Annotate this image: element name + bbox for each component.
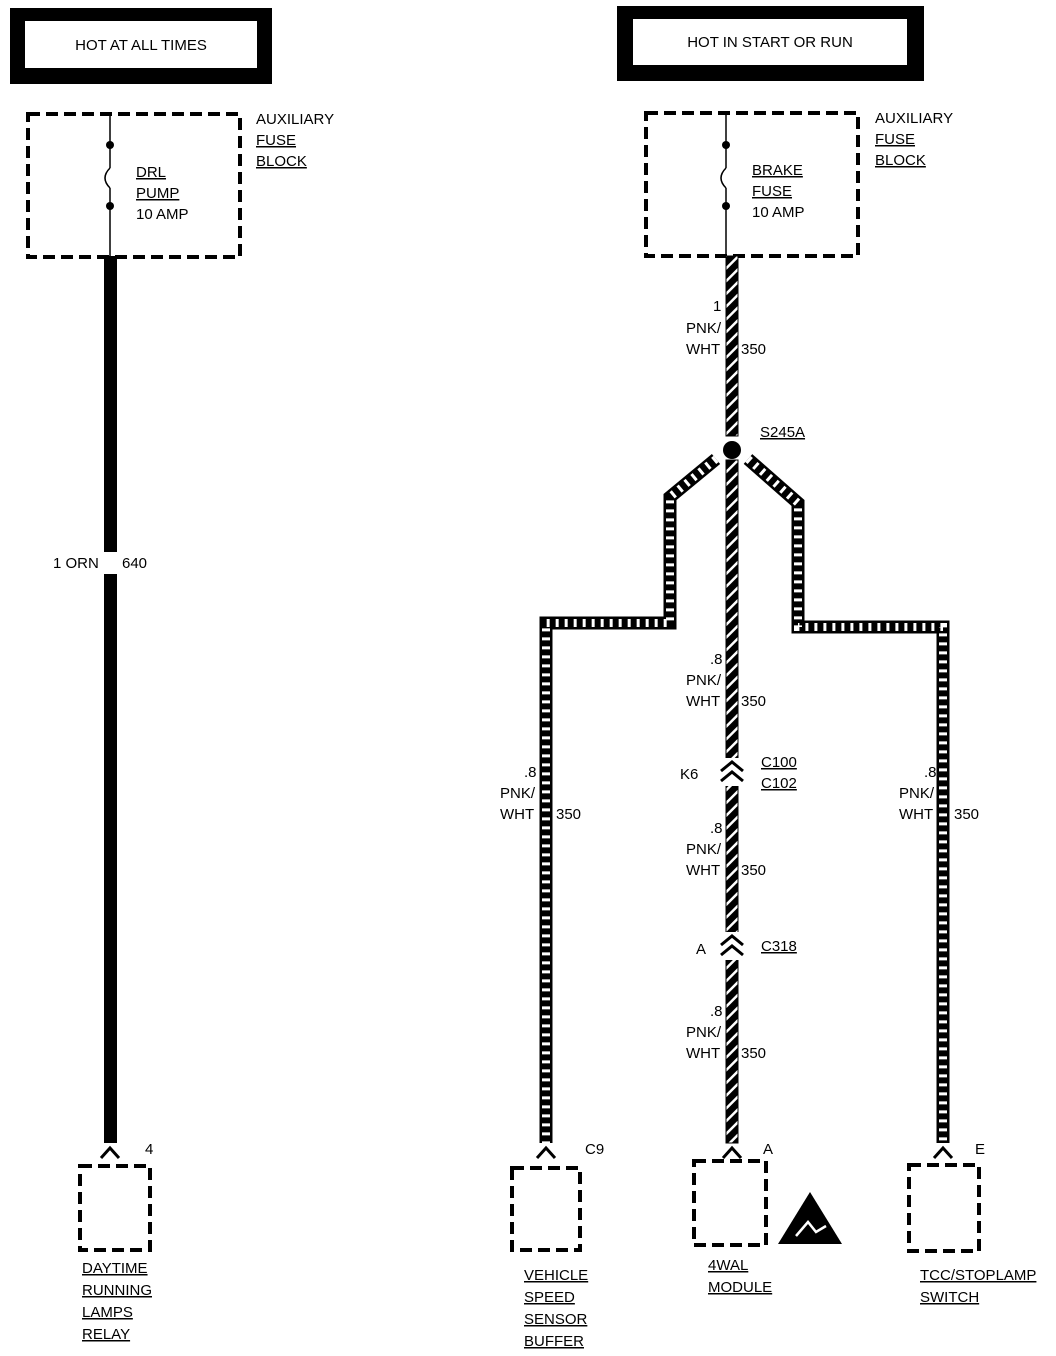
component-pin-label: C9: [585, 1141, 604, 1158]
wire-color-label: WHT: [686, 341, 720, 358]
component-pin-label: A: [763, 1141, 773, 1158]
fuse-name-line: PUMP: [136, 185, 179, 202]
fuse-icon: [720, 167, 727, 189]
block-name-line: FUSE: [256, 132, 296, 149]
component-name-line: SPEED: [524, 1289, 575, 1306]
wire-color-label: PNK/: [686, 672, 722, 689]
wire-size-label: .8: [710, 1003, 723, 1020]
connector-name-label: C100: [761, 754, 797, 771]
wire-color-label: WHT: [686, 693, 720, 710]
fuse-block-right: BRAKE FUSE 10 AMP AUXILIARY FUSE BLOCK: [644, 110, 953, 258]
wire-size-label: .8: [924, 764, 937, 781]
component-name-line: DAYTIME: [82, 1260, 148, 1277]
component-name-line: RUNNING: [82, 1282, 152, 1299]
wire-size-label: .8: [710, 651, 723, 668]
component-name-line: 4WAL: [708, 1257, 748, 1274]
wire-label-right-branch: .8 PNK/ WHT 350: [899, 764, 979, 823]
connector-c100-c102: K6 C100 C102: [680, 754, 797, 792]
connector-pin-label: K6: [680, 766, 698, 783]
wire-circuit-label: 640: [122, 555, 147, 572]
wire-label-center-2: .8 PNK/ WHT 350: [686, 820, 766, 879]
component-tcc-stoplamp-switch: E TCC/STOPLAMP SWITCH: [907, 1141, 1036, 1306]
wire-size-label: .8: [524, 764, 537, 781]
wire-size-label: 1: [713, 298, 721, 315]
connector-c318: A C318: [696, 932, 797, 960]
header-right-text: HOT IN START OR RUN: [687, 34, 853, 51]
component-name-line: MODULE: [708, 1279, 772, 1296]
wire-color-label: PNK/: [686, 1024, 722, 1041]
component-name-line: BUFFER: [524, 1333, 584, 1350]
connector-name-label: C318: [761, 938, 797, 955]
wire-label-left-branch: .8 PNK/ WHT 350: [500, 764, 581, 823]
wire-circuit-label: 350: [741, 693, 766, 710]
wire-circuit-label: 350: [954, 806, 979, 823]
wire-label-center-3: .8 PNK/ WHT 350: [686, 1003, 766, 1062]
component-name-line: SWITCH: [920, 1289, 979, 1306]
wire-color-label: WHT: [686, 1045, 720, 1062]
fuse-name-line: FUSE: [752, 183, 792, 200]
wire-label-center-1: .8 PNK/ WHT 350: [686, 651, 766, 710]
fuse-icon: [104, 167, 111, 189]
component-name-line: TCC/STOPLAMP: [920, 1267, 1036, 1284]
splice-label: S245A: [760, 424, 805, 441]
wire-color-label: PNK/: [686, 841, 722, 858]
wire-circuit-label: 350: [741, 1045, 766, 1062]
component-pin-label: 4: [145, 1141, 153, 1158]
block-name-line: BLOCK: [256, 153, 307, 170]
fuse-name-line: DRL: [136, 164, 166, 181]
esd-warning-icon: [778, 1192, 842, 1244]
wire-color-label: WHT: [500, 806, 534, 823]
wire-color-label: PNK/: [686, 320, 722, 337]
component-name-line: LAMPS: [82, 1304, 133, 1321]
wire-color-label: 1 ORN: [53, 555, 99, 572]
fuse-block-left: DRL PUMP 10 AMP AUXILIARY FUSE BLOCK: [26, 111, 334, 259]
wire-color-label: WHT: [686, 862, 720, 879]
header-left-text: HOT AT ALL TIMES: [75, 37, 207, 54]
splice-s245a: S245A: [723, 424, 805, 459]
component-name-line: RELAY: [82, 1326, 130, 1343]
wire-circuit-label: 350: [741, 862, 766, 879]
connector-pin-label: A: [696, 941, 706, 958]
block-name-line: FUSE: [875, 131, 915, 148]
fuse-name-line: 10 AMP: [752, 204, 805, 221]
component-name-line: SENSOR: [524, 1311, 588, 1328]
wire-orn-640: 1 ORN 640: [53, 256, 147, 1143]
wire-color-label: WHT: [899, 806, 933, 823]
header-left: HOT AT ALL TIMES: [10, 8, 272, 84]
connector-name-label: C102: [761, 775, 797, 792]
fuse-name-line: 10 AMP: [136, 206, 189, 223]
header-right: HOT IN START OR RUN: [617, 6, 924, 81]
wire-circuit-label: 350: [741, 341, 766, 358]
wire-pnk-wht-350: [539, 255, 950, 1144]
component-vehicle-speed-sensor-buffer: C9 VEHICLE SPEED SENSOR BUFFER: [510, 1141, 604, 1350]
wire-color-label: PNK/: [500, 785, 536, 802]
wire-circuit-label: 350: [556, 806, 581, 823]
component-name-line: VEHICLE: [524, 1267, 588, 1284]
fuse-name-line: BRAKE: [752, 162, 803, 179]
component-daytime-running-lamps-relay: 4 DAYTIME RUNNING LAMPS RELAY: [78, 1141, 153, 1343]
component-4wal-module: A 4WAL MODULE: [692, 1141, 842, 1296]
wire-color-label: PNK/: [899, 785, 935, 802]
block-name-line: AUXILIARY: [256, 111, 334, 128]
wire-size-label: .8: [710, 820, 723, 837]
block-name-line: BLOCK: [875, 152, 926, 169]
component-pin-label: E: [975, 1141, 985, 1158]
block-name-line: AUXILIARY: [875, 110, 953, 127]
wire-label-top: 1 PNK/ WHT 350: [686, 298, 766, 358]
